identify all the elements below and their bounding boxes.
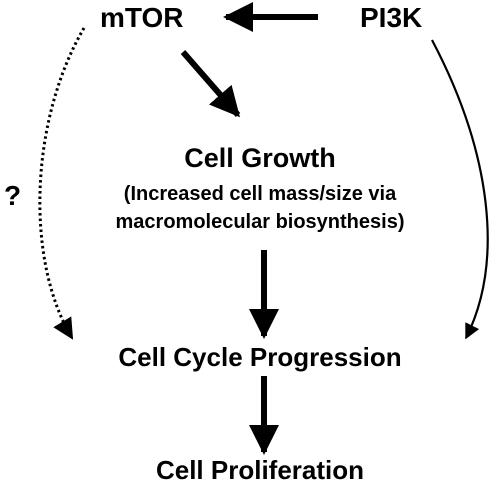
node-cell-growth-description: (Increased cell mass/size via macromolec… [60,180,460,236]
cell-growth-desc-line-2: macromolecular biosynthesis) [115,211,405,233]
node-cell-proliferation: Cell Proliferation [155,455,365,485]
unknown-link-question-mark: ? [4,180,22,211]
cell-growth-desc-line-1: (Increased cell mass/size via [123,183,397,205]
arrow-mtor-to-cell-growth [180,50,241,118]
node-mtor: mTOR [100,2,184,33]
node-cell-cycle-progression: Cell Cycle Progression [118,342,402,372]
arrow-pi3k-to-cycle-curved [431,39,489,340]
node-cell-growth: Cell Growth [184,143,336,173]
node-pi3k: PI3K [360,2,423,33]
